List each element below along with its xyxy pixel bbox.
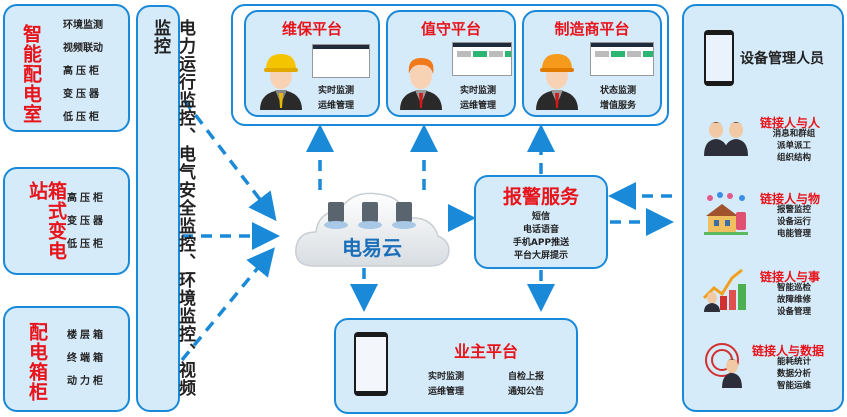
owner-item: 自检上报 [508, 372, 545, 382]
alarm-item: 手机APP推送 [512, 238, 570, 248]
platform-title: 维保平台 [281, 20, 342, 38]
section-items: 能耗统计 数据分析 智能运维 [764, 356, 824, 392]
phone-icon [354, 332, 388, 396]
box-item-list: 高压柜 变压器 低压柜 [67, 187, 106, 256]
managers-title: 设备管理人员 [740, 51, 824, 67]
platform-item: 增值服务 [600, 101, 637, 111]
alarm-item: 电话语音 [522, 225, 559, 235]
section-items: 消息和群组 派单派工 组织结构 [764, 128, 824, 164]
section-title: 链接人与物 [760, 192, 821, 206]
platform-item: 实时监测 [460, 86, 497, 96]
owner-item: 运维管理 [428, 387, 465, 397]
list-item: 楼层箱 [67, 330, 106, 341]
platform-title: 值守平台 [420, 20, 481, 38]
box-title: 智能配电室 [20, 24, 42, 124]
section-item: 故障维修 [776, 295, 811, 305]
phone-icon [704, 30, 734, 86]
owner-items-right: 自检上报 通知公告 [508, 370, 544, 400]
list-item: 终端箱 [67, 353, 106, 364]
section-items: 智能巡检 故障维修 设备管理 [764, 282, 824, 318]
list-item: 高压柜 [67, 193, 106, 204]
platform-manufacturer: 制造商平台 状态监测 增值服务 [522, 10, 662, 117]
list-item: 视频联动 [63, 43, 103, 54]
box-item-list: 环境监测 视频联动 高压柜 变压器 低压柜 [63, 14, 103, 129]
platform-items: 实时监测 运维管理 [460, 84, 496, 114]
list-item: 变压器 [67, 216, 106, 227]
arrow-to-cloud-bottom [180, 247, 275, 362]
section-item: 设备运行 [776, 217, 811, 227]
device-managers-panel: 设备管理人员 链接人与人 消息和群组 派单派工 组织结构 链接人与物 报警监控 … [682, 4, 844, 412]
office-worker-icon [400, 58, 442, 110]
owner-title: 业主平台 [454, 342, 519, 361]
platform-duty: 值守平台 实时监测 运维管理 [386, 10, 516, 117]
alarm-service-box: 报警服务 短信 电话语音 手机APP推送 平台大屏提示 [474, 175, 608, 269]
platform-item: 运维管理 [318, 101, 355, 111]
list-item: 高压柜 [63, 66, 102, 77]
dashboard-screenshot [590, 42, 654, 76]
cloud-node: 电易云 [292, 186, 452, 268]
list-item: 低压柜 [67, 239, 106, 250]
alarm-item: 平台大屏提示 [513, 251, 568, 261]
alarm-item: 短信 [531, 212, 550, 222]
monitoring-bar: 电力运行监控、电气安全监控、环境监控、视频监控 [136, 5, 195, 412]
list-item: 变压器 [63, 89, 102, 100]
section-item: 派单派工 [776, 141, 811, 151]
server-icon [324, 202, 416, 229]
box-box-type-substation: 箱式变电站 高压柜 变压器 低压柜 [3, 167, 130, 275]
platform-items: 实时监测 运维管理 [318, 84, 354, 114]
owner-item: 通知公告 [508, 387, 545, 397]
section-items: 报警监控 设备运行 电能管理 [764, 204, 824, 240]
list-item: 低压柜 [63, 112, 102, 123]
owner-items-left: 实时监测 运维管理 [428, 370, 464, 400]
smart-home-icon [704, 192, 748, 235]
list-item: 动力柜 [67, 376, 106, 387]
section-item: 设备管理 [776, 307, 811, 317]
platform-maintenance: 维保平台 实时监测 运维管理 [244, 10, 380, 117]
section-item: 消息和群组 [772, 129, 816, 139]
alarm-items: 短信 电话语音 手机APP推送 平台大屏提示 [476, 211, 606, 263]
platform-item: 运维管理 [460, 101, 497, 111]
section-item: 数据分析 [776, 369, 811, 379]
section-item: 组织结构 [776, 153, 811, 163]
owner-platform-box: 业主平台 实时监测 运维管理 自检上报 通知公告 [334, 318, 578, 414]
box-distribution-cabinet: 配电箱柜 楼层箱 终端箱 动力柜 [3, 306, 130, 412]
box-item-list: 楼层箱 终端箱 动力柜 [67, 324, 106, 393]
section-title: 链接人与事 [760, 270, 821, 284]
platform-items: 状态监测 增值服务 [600, 84, 636, 114]
platform-item: 实时监测 [318, 86, 355, 96]
helmet-worker-orange-icon [536, 54, 578, 110]
helmet-worker-yellow-icon [260, 54, 302, 110]
dashboard-screenshot [452, 42, 512, 76]
arrow-to-cloud-top [182, 98, 277, 222]
monitoring-text: 电力运行监控、电气安全监控、环境监控、视频监控 [150, 19, 195, 397]
owner-item: 实时监测 [428, 372, 465, 382]
section-item: 智能巡检 [776, 283, 811, 293]
section-item: 智能运维 [776, 381, 811, 391]
growth-chart-icon [702, 268, 746, 312]
alarm-title: 报警服务 [502, 186, 579, 208]
box-title: 箱式变电站 [26, 181, 67, 261]
box-smart-substation: 智能配电室 环境监测 视频联动 高压柜 变压器 低压柜 [3, 4, 130, 132]
box-title: 配电箱柜 [26, 322, 48, 402]
platform-item: 状态监测 [600, 86, 637, 96]
target-person-icon [705, 343, 742, 388]
section-item: 电能管理 [776, 229, 811, 239]
dashboard-screenshot [312, 44, 370, 78]
section-title: 链接人与数据 [752, 344, 825, 358]
section-item: 能耗统计 [776, 357, 811, 367]
section-item: 报警监控 [776, 205, 811, 215]
section-title: 链接人与人 [760, 116, 821, 130]
list-item: 环境监测 [63, 20, 103, 31]
platform-title: 制造商平台 [554, 20, 630, 38]
people-icon [704, 122, 748, 156]
cloud-label: 电易云 [342, 236, 402, 260]
